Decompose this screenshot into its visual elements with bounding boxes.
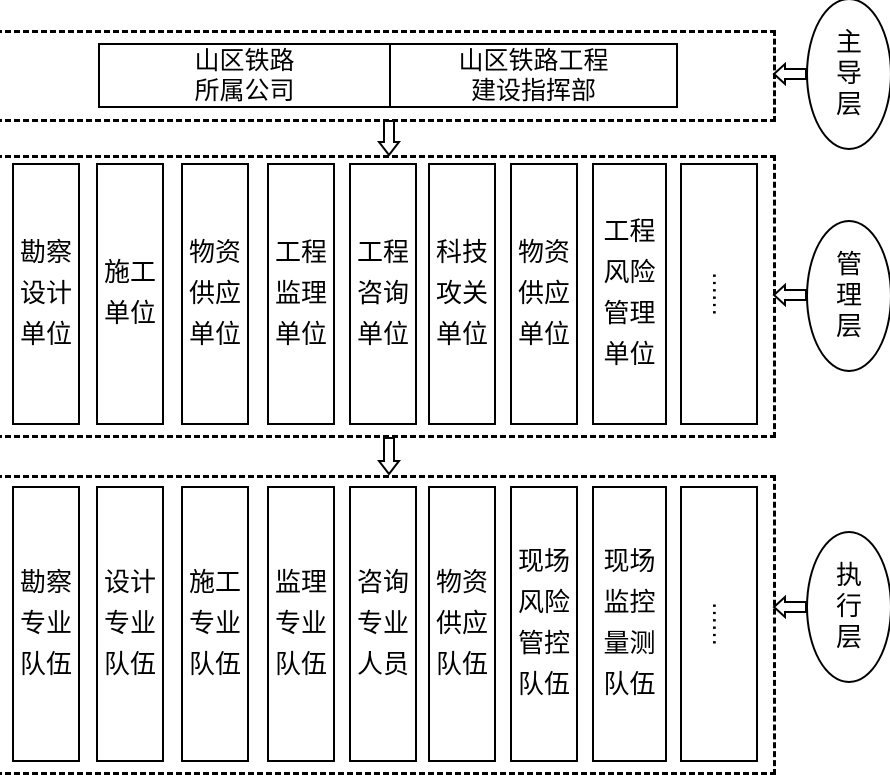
management-unit-box-4: 工程 监理 单位 — [267, 163, 335, 425]
management-to-execution-arrow-icon — [376, 437, 402, 476]
execution-unit-label: 设计 专业 队伍 — [103, 567, 156, 680]
execution-layer-arrow-icon — [772, 594, 807, 620]
management-unit-box-7: 物资 供应 单位 — [510, 163, 578, 425]
execution-unit-label: 现场 风险 管控 队伍 — [517, 547, 570, 700]
execution-unit-label: 咨询 专业 人员 — [356, 567, 409, 680]
execution-unit-label: 物资 供应 队伍 — [435, 567, 488, 680]
execution-layer-label: 执 行 层 — [835, 560, 862, 653]
execution-layer-ellipse: 执 行 层 — [806, 531, 890, 683]
execution-unit-box-7: 现场 风险 管控 队伍 — [510, 486, 578, 762]
management-unit-label: 物资 供应 单位 — [188, 237, 241, 350]
management-unit-label: 工程 咨询 单位 — [356, 237, 409, 350]
management-unit-box-2: 施工 单位 — [96, 163, 164, 425]
execution-unit-box-8: 现场 监控 量测 队伍 — [592, 486, 667, 762]
management-layer-ellipse: 管 理 层 — [806, 220, 890, 372]
construction-headquarters-label: 山区铁路工程 建设指挥部 — [458, 45, 609, 105]
execution-unit-box-5: 咨询 专业 人员 — [349, 486, 417, 762]
leading-layer-label: 主 导 层 — [835, 27, 862, 120]
execution-unit-label: 勘察 专业 队伍 — [19, 567, 72, 680]
leading-layer-arrow-icon — [772, 61, 807, 87]
railway-company-label: 山区铁路 所属公司 — [194, 45, 295, 105]
execution-unit-label: …… — [707, 602, 732, 646]
top-box-divider — [389, 45, 391, 106]
management-unit-box-8: 工程 风险 管理 单位 — [592, 163, 667, 425]
management-unit-box-6: 科技 攻关 单位 — [428, 163, 496, 425]
execution-unit-box-1: 勘察 专业 队伍 — [12, 486, 80, 762]
management-layer-arrow-icon — [772, 282, 807, 308]
leading-layer-ellipse: 主 导 层 — [806, 0, 890, 150]
management-unit-label: 勘察 设计 单位 — [19, 237, 72, 350]
execution-unit-box-6: 物资 供应 队伍 — [428, 486, 496, 762]
management-unit-box-3: 物资 供应 单位 — [181, 163, 249, 425]
management-layer-label: 管 理 层 — [835, 249, 862, 342]
management-unit-label: 工程 风险 管理 单位 — [603, 217, 656, 370]
execution-unit-label: 现场 监控 量测 队伍 — [603, 547, 656, 700]
execution-unit-label: 施工 专业 队伍 — [188, 567, 241, 680]
execution-unit-box-2: 设计 专业 队伍 — [96, 486, 164, 762]
management-unit-box-5: 工程 咨询 单位 — [349, 163, 417, 425]
execution-unit-label: 监理 专业 队伍 — [274, 567, 327, 680]
execution-unit-box-3: 施工 专业 队伍 — [181, 486, 249, 762]
execution-unit-box-4: 监理 专业 队伍 — [267, 486, 335, 762]
management-unit-box-1: 勘察 设计 单位 — [12, 163, 80, 425]
management-unit-label: 工程 监理 单位 — [274, 237, 327, 350]
leading-layer-box: 山区铁路 所属公司 山区铁路工程 建设指挥部 — [98, 43, 678, 108]
management-unit-label: …… — [707, 272, 732, 316]
management-unit-box-9: …… — [680, 163, 758, 425]
execution-unit-box-9: …… — [680, 486, 758, 762]
management-unit-label: 施工 单位 — [103, 258, 156, 329]
leading-to-management-arrow-icon — [376, 120, 402, 157]
management-unit-label: 物资 供应 单位 — [517, 237, 570, 350]
management-unit-label: 科技 攻关 单位 — [435, 237, 488, 350]
